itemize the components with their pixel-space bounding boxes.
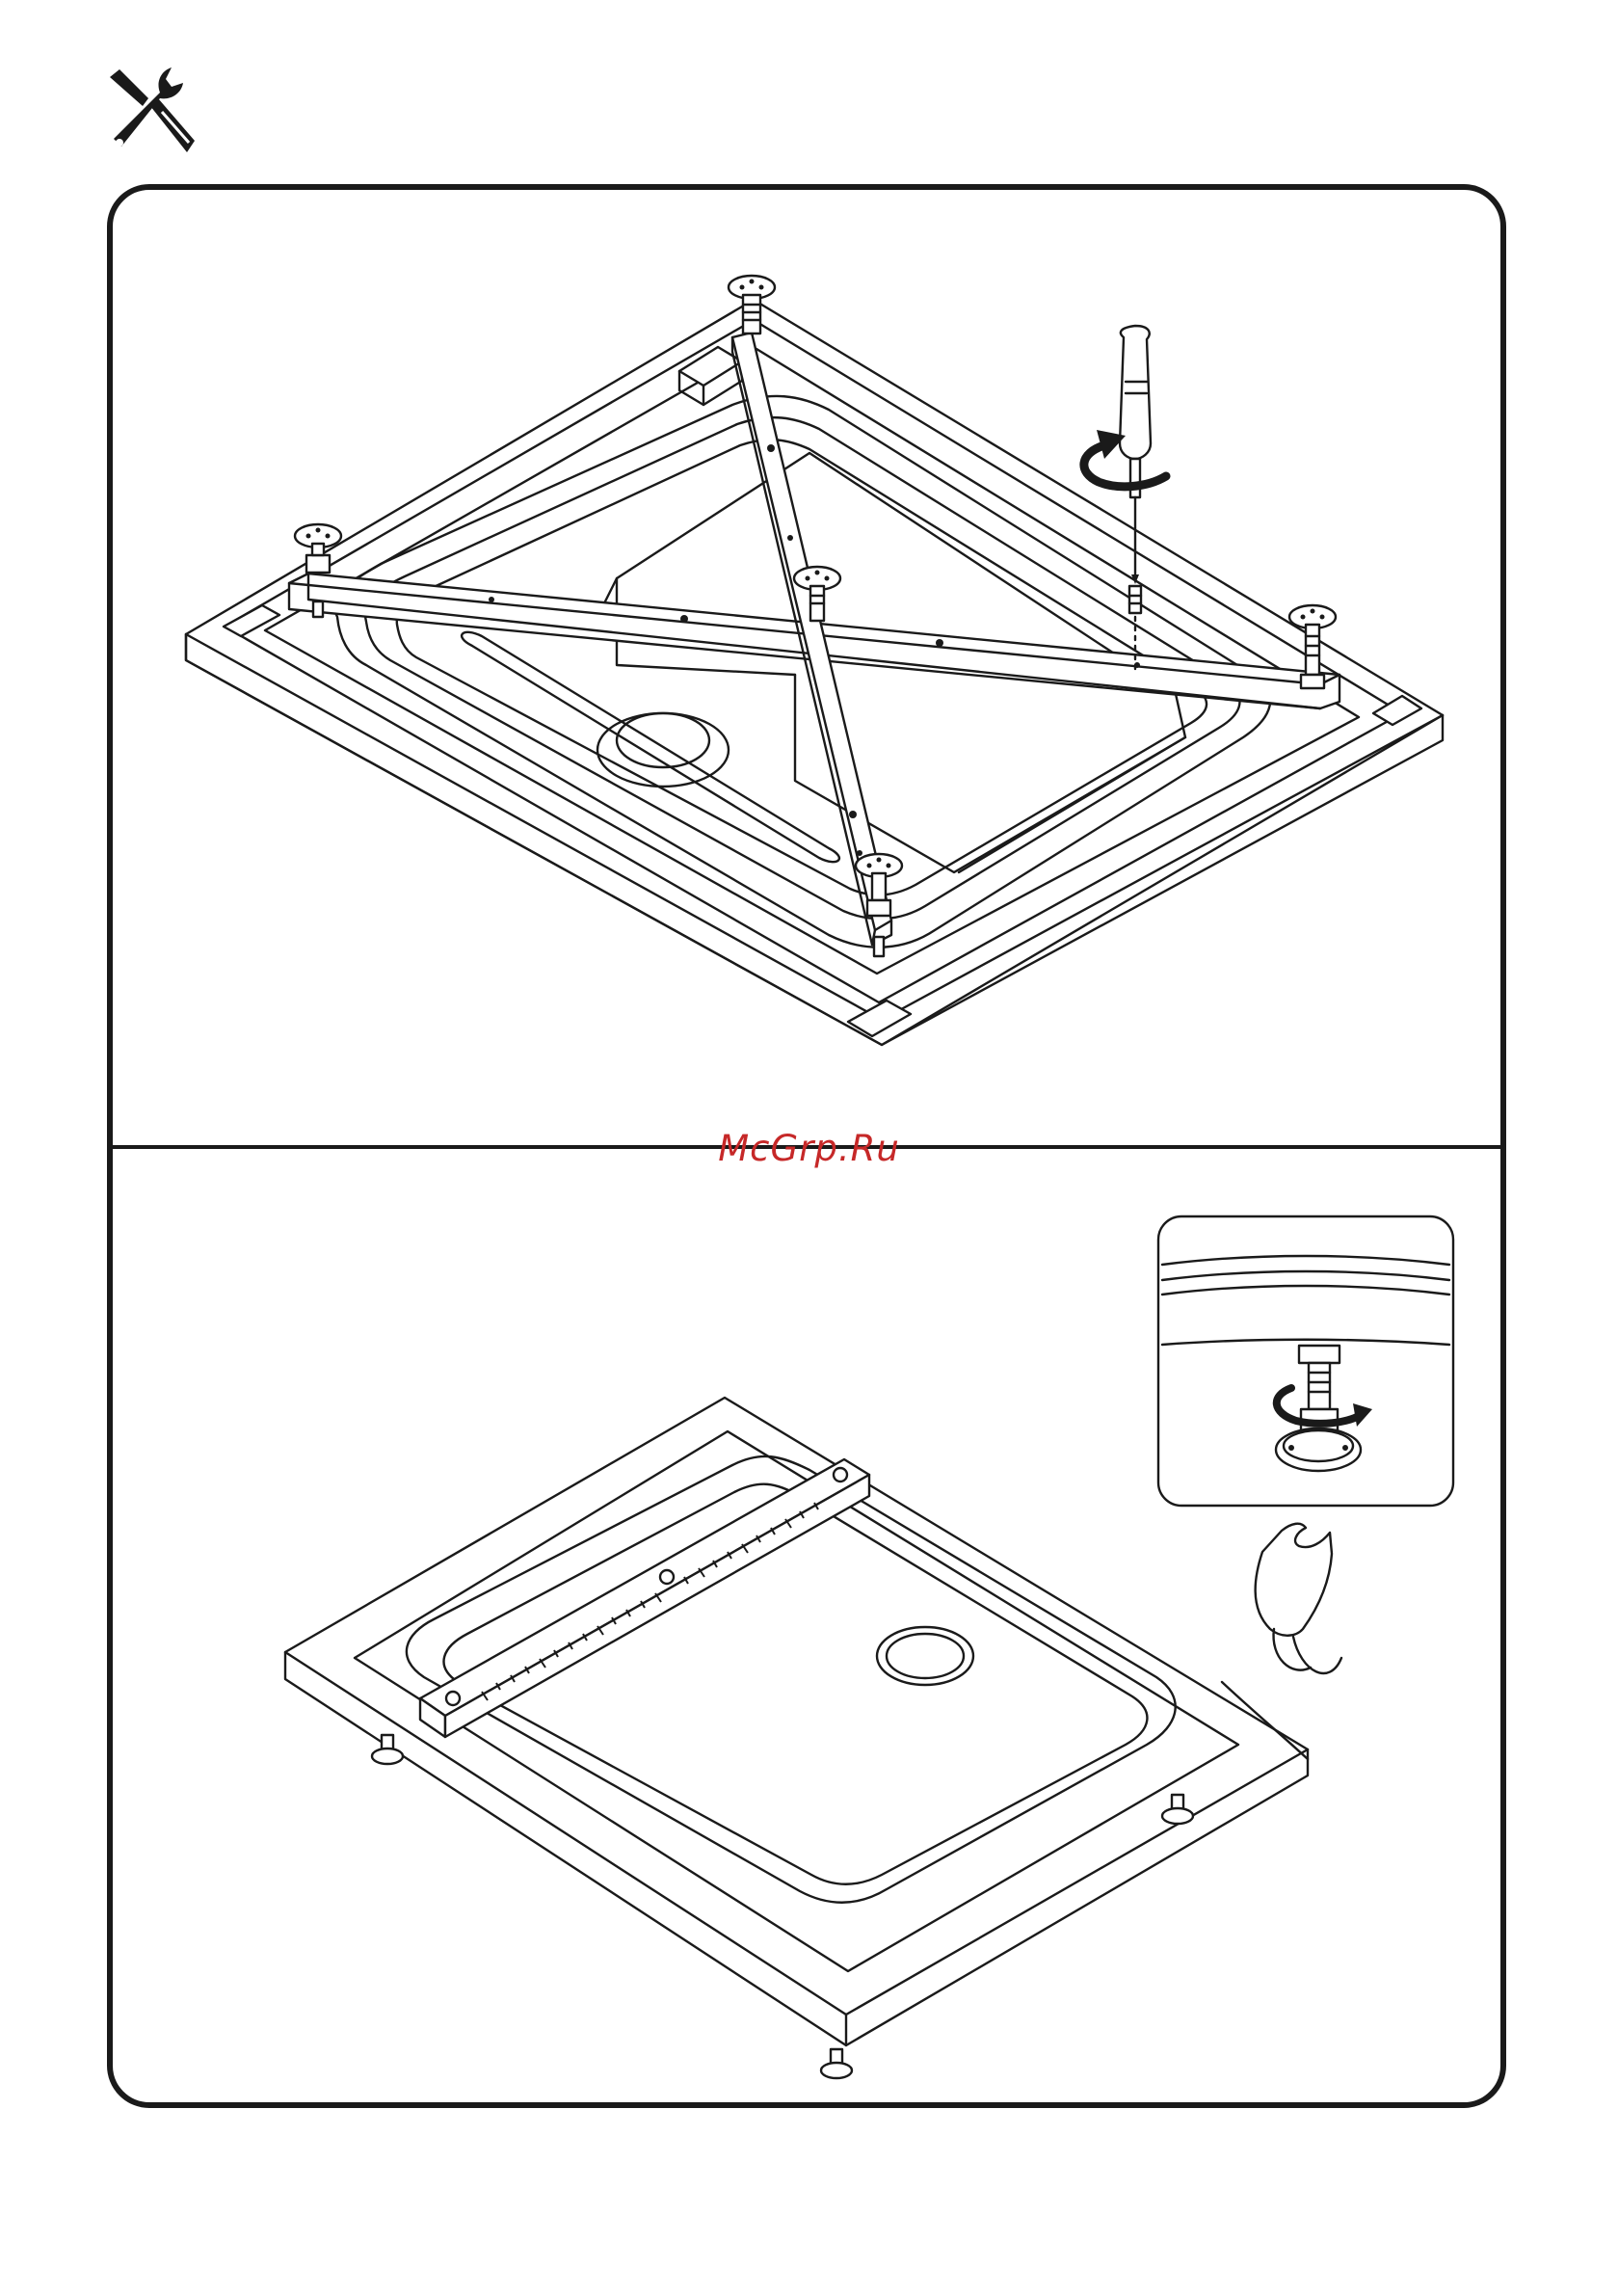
step-level-adjustment [0, 0, 1618, 2111]
leveling-foot-detail [1158, 1216, 1453, 1506]
hand-icon [1256, 1524, 1341, 1673]
watermark-text: McGrp.Ru [0, 1128, 1618, 1169]
